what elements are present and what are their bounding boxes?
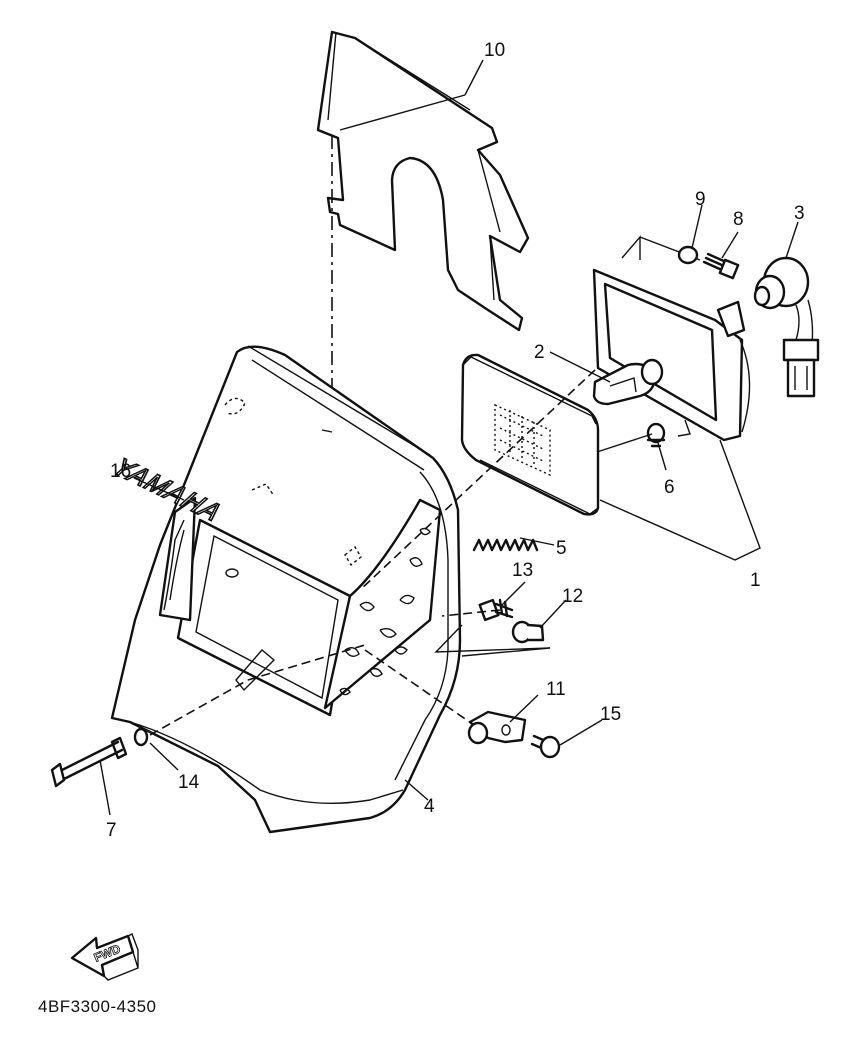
part-10-bracket-plate [316, 30, 530, 332]
callout-5: 5 [556, 538, 567, 559]
callout-labels: 10 9 8 3 2 6 16 5 1 13 12 11 15 14 7 4 [106, 40, 805, 841]
part-12-wellnut [511, 620, 545, 644]
camo-decal [339, 527, 431, 696]
callout-8: 8 [733, 209, 744, 230]
callout-2: 2 [534, 342, 545, 363]
part-code: 4BF3300-4350 [38, 997, 157, 1016]
part-9-nut [677, 245, 699, 265]
part-7-long-bolt [50, 736, 128, 788]
callout-4: 4 [424, 796, 435, 817]
assembly-lines [149, 369, 596, 736]
callout-1: 1 [750, 570, 761, 591]
fwd-arrow-icon: FWD [70, 933, 139, 981]
callout-3: 3 [794, 203, 805, 224]
headlight-lens [460, 353, 600, 516]
part-11-bracket [467, 710, 527, 745]
part-3-socket [753, 256, 820, 398]
callout-12: 12 [562, 586, 583, 607]
part-8-screw [702, 252, 740, 280]
part-6-grommet [646, 422, 666, 448]
callout-11: 11 [546, 679, 566, 700]
lens-pattern [494, 403, 551, 477]
part-5-spring [472, 538, 539, 552]
callout-7: 7 [106, 820, 117, 841]
part-14-washer [133, 727, 149, 747]
part-2-bulb [592, 358, 664, 406]
callout-16: 16 [110, 461, 131, 482]
callout-6: 6 [664, 477, 675, 498]
callout-9: 9 [695, 189, 706, 210]
part-15-bolt [530, 734, 561, 759]
callout-15: 15 [600, 704, 621, 725]
leader-lines [99, 59, 799, 816]
callout-10: 10 [484, 40, 505, 61]
part-4-headlight-cowling: YAMAHA [106, 345, 462, 834]
callout-13: 13 [512, 560, 533, 581]
part-1-headlight-housing [592, 235, 751, 442]
callout-14: 14 [178, 772, 200, 793]
